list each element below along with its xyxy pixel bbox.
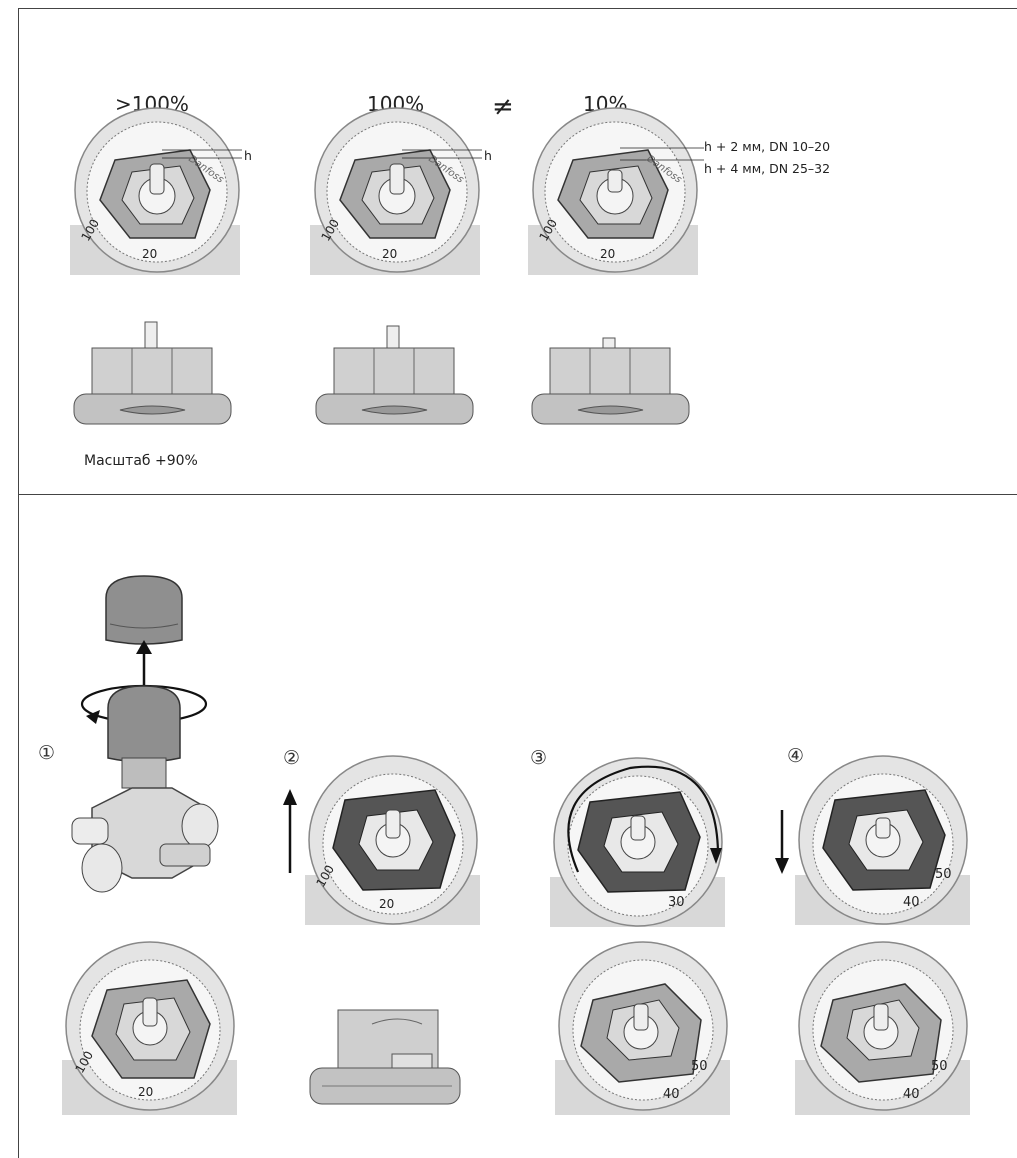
dial-step-2-dark-ring: 100 20	[305, 755, 480, 925]
valve-dial-10: 100 20 Danfoss	[528, 107, 704, 275]
not-equal-sign: ≠	[492, 92, 514, 122]
arrow-up-icon	[136, 640, 152, 654]
valve-dial-over-100: 100 20 Danfoss	[70, 107, 242, 275]
svg-text:50: 50	[935, 867, 952, 882]
arrow-up-icon	[283, 789, 297, 805]
scale-caption: Масштаб +90%	[84, 453, 198, 469]
dial-label-20: 20	[142, 247, 157, 261]
h-label-1: h	[244, 148, 252, 163]
svg-text:40: 40	[903, 1087, 920, 1102]
step-1-marker: ①	[38, 742, 56, 764]
valve-side-view-over-100	[73, 321, 232, 425]
step-3-marker: ③	[530, 747, 548, 769]
valve-cap-removal-illustration	[71, 575, 219, 893]
arrow-down-icon	[775, 858, 789, 874]
svg-text:50: 50	[691, 1059, 708, 1074]
step-2-marker: ②	[283, 747, 301, 769]
svg-text:20: 20	[379, 897, 394, 911]
valve-side-view-10	[531, 337, 690, 425]
step-4-marker: ④	[787, 745, 805, 767]
svg-text:30: 30	[668, 895, 685, 910]
rotate-arrow-icon	[86, 710, 100, 724]
dial-step-3-rotate: 30	[550, 757, 725, 927]
valve-side-view-100	[315, 325, 474, 425]
arrow-up-step-2	[283, 789, 297, 873]
dial-result-3: 40 50	[555, 941, 730, 1115]
valve-dial-100: 100 20 Danfoss	[310, 107, 482, 275]
h-label-2: h	[484, 148, 492, 163]
dimension-note-dn10-20: h + 2 мм, DN 10–20	[704, 139, 831, 154]
document-frame	[18, 8, 1017, 1158]
svg-text:20: 20	[138, 1085, 153, 1099]
rotate-clockwise-icon	[710, 848, 722, 864]
section-divider	[18, 494, 1017, 495]
dial-label-20: 20	[600, 247, 615, 261]
dial-label-20: 20	[382, 247, 397, 261]
dial-result-1: 100 20	[62, 941, 237, 1115]
dimension-note-dn25-32: h + 4 мм, DN 25–32	[704, 161, 831, 176]
dial-result-4: 40 50	[795, 941, 970, 1115]
svg-text:50: 50	[931, 1059, 948, 1074]
svg-text:40: 40	[663, 1087, 680, 1102]
dial-step-4-pressed: 40 50	[795, 755, 970, 925]
arrow-down-step-4	[775, 810, 789, 874]
svg-text:40: 40	[903, 895, 920, 910]
valve-side-view-step-2	[309, 1009, 461, 1105]
